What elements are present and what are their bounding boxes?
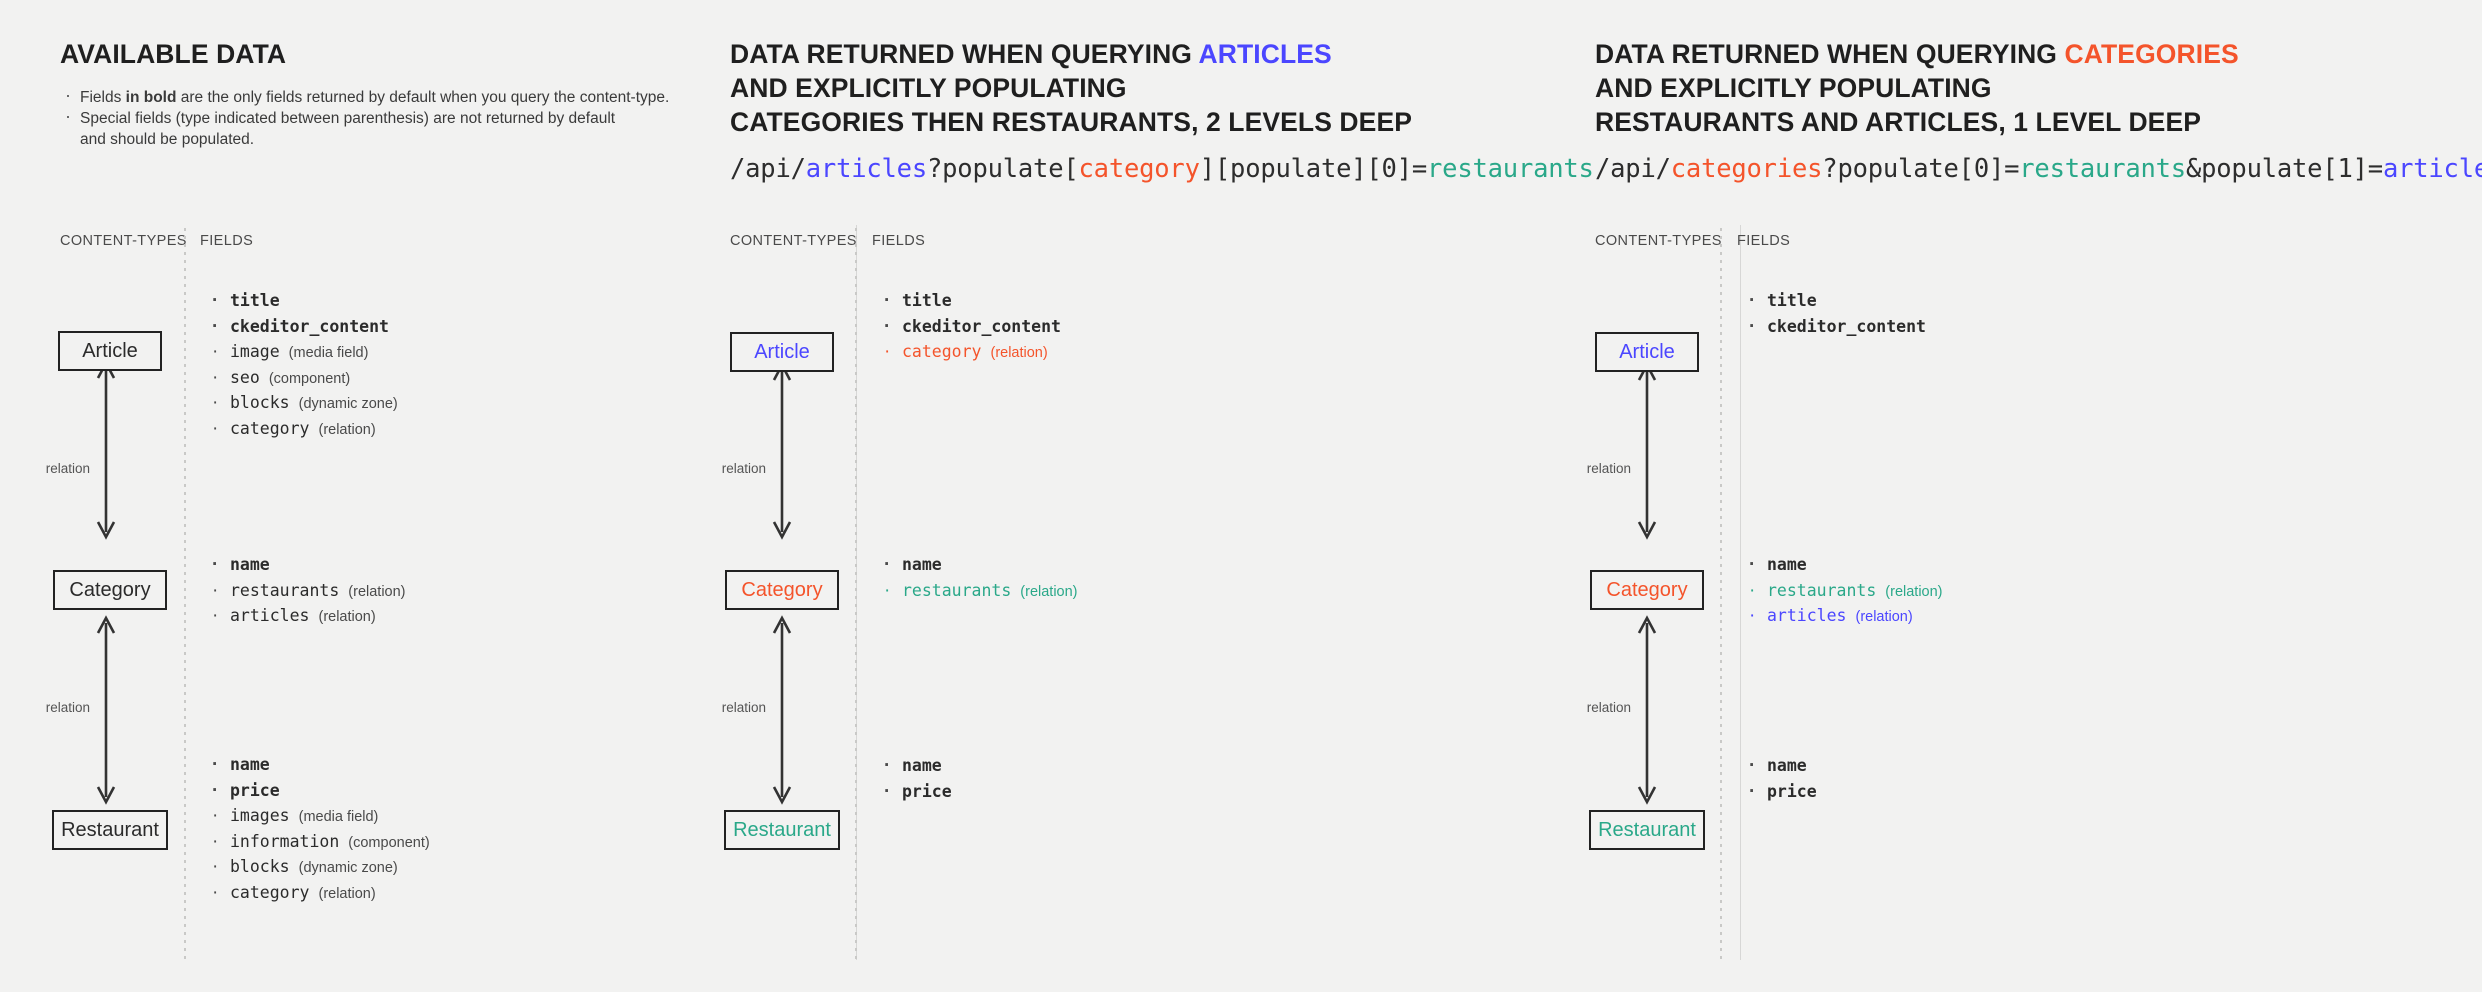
field-row: images(media field)	[208, 803, 430, 829]
field-row: information(component)	[208, 829, 430, 855]
note-item: Special fields (type indicated between p…	[62, 106, 702, 150]
column-label-content-types: CONTENT-TYPES	[60, 233, 187, 249]
panel-query-articles: DATA RETURNED WHEN QUERYING ARTICLES AND…	[722, 0, 1600, 992]
content-type-box-article[interactable]: Article	[1595, 332, 1699, 372]
content-type-box-article[interactable]: Article	[730, 332, 834, 372]
field-row: restaurants(relation)	[208, 578, 406, 604]
field-row: name	[880, 753, 952, 779]
panel2-heading-line1: DATA RETURNED WHEN QUERYING ARTICLES	[730, 39, 1332, 69]
field-row: ckeditor_content	[1745, 314, 1926, 340]
field-row: title	[880, 288, 1061, 314]
field-group-category: name restaurants(relation) articles(rela…	[208, 552, 406, 629]
relation-arrow-article-category	[94, 360, 118, 540]
content-type-box-restaurant[interactable]: Restaurant	[1589, 810, 1705, 850]
column-label-content-types: CONTENT-TYPES	[730, 233, 857, 249]
panel-query-categories: DATA RETURNED WHEN QUERYING CATEGORIES A…	[1587, 0, 2482, 992]
column-label-fields: FIELDS	[200, 233, 254, 249]
content-type-box-restaurant[interactable]: Restaurant	[724, 810, 840, 850]
field-row: name	[1745, 552, 1943, 578]
field-group-restaurant: name price	[1745, 753, 1817, 804]
field-group-restaurant: name price	[880, 753, 952, 804]
relation-arrow-article-category	[1635, 362, 1659, 540]
content-type-box-category[interactable]: Category	[1590, 570, 1704, 610]
field-group-article: title ckeditor_content category(relation…	[880, 288, 1061, 365]
note-item: Fields in bold are the only fields retur…	[62, 85, 702, 108]
content-type-box-category[interactable]: Category	[725, 570, 839, 610]
field-group-restaurant: name price images(media field) informati…	[208, 752, 430, 905]
field-row: category(relation)	[208, 416, 398, 442]
panel1-notes: Fields in bold are the only fields retur…	[62, 85, 702, 150]
relation-label: relation	[1586, 700, 1631, 715]
field-row: articles(relation)	[1745, 603, 1943, 629]
field-row: title	[1745, 288, 1926, 314]
relation-label: relation	[45, 461, 90, 476]
relation-arrow-category-restaurant	[1635, 615, 1659, 805]
field-row: name	[208, 552, 406, 578]
relation-arrow-category-restaurant	[94, 615, 118, 805]
panel-available-data: AVAILABLE DATA Fields in bold are the on…	[0, 0, 856, 992]
field-row: image(media field)	[208, 339, 398, 365]
panel2-heading-line2: AND EXPLICITLY POPULATING	[730, 73, 1127, 103]
relation-label: relation	[45, 700, 90, 715]
panel-separator-2	[1740, 225, 1741, 960]
field-group-article: title ckeditor_content image(media field…	[208, 288, 398, 441]
relation-label: relation	[721, 700, 766, 715]
api-url-articles: /api/articles?populate[category][populat…	[730, 154, 1594, 184]
field-row: articles(relation)	[208, 603, 406, 629]
column-label-fields: FIELDS	[1737, 233, 1791, 249]
field-row: name	[208, 752, 430, 778]
field-row: category(relation)	[880, 339, 1061, 365]
panel2-dotted-divider	[855, 228, 857, 960]
panel1-dotted-divider	[184, 228, 186, 960]
field-row: ckeditor_content	[880, 314, 1061, 340]
relation-arrow-article-category	[770, 362, 794, 540]
panel2-heading-line3: CATEGORIES THEN RESTAURANTS, 2 LEVELS DE…	[730, 107, 1412, 137]
field-row: restaurants(relation)	[1745, 578, 1943, 604]
relation-label: relation	[721, 461, 766, 476]
field-row: price	[1745, 779, 1817, 805]
field-group-article: title ckeditor_content	[1745, 288, 1926, 339]
field-row: price	[880, 779, 952, 805]
field-row: blocks(dynamic zone)	[208, 854, 430, 880]
api-url-categories: /api/categories?populate[0]=restaurants&…	[1595, 154, 2482, 184]
column-label-content-types: CONTENT-TYPES	[1595, 233, 1722, 249]
accent-articles: ARTICLES	[1198, 39, 1332, 69]
field-row: ckeditor_content	[208, 314, 398, 340]
field-group-category: name restaurants(relation)	[880, 552, 1078, 603]
panel3-heading-line2: AND EXPLICITLY POPULATING	[1595, 73, 1992, 103]
field-group-category: name restaurants(relation) articles(rela…	[1745, 552, 1943, 629]
field-row: seo(component)	[208, 365, 398, 391]
content-type-box-article[interactable]: Article	[58, 331, 162, 371]
relation-label: relation	[1586, 461, 1631, 476]
content-type-box-restaurant[interactable]: Restaurant	[52, 810, 168, 850]
column-label-fields: FIELDS	[872, 233, 926, 249]
field-row: blocks(dynamic zone)	[208, 390, 398, 416]
panel3-heading-line3: RESTAURANTS AND ARTICLES, 1 LEVEL DEEP	[1595, 107, 2202, 137]
content-type-box-category[interactable]: Category	[53, 570, 167, 610]
field-row: name	[880, 552, 1078, 578]
panel3-dotted-divider	[1720, 228, 1722, 960]
field-row: price	[208, 778, 430, 804]
relation-arrow-category-restaurant	[770, 615, 794, 805]
panel1-heading: AVAILABLE DATA	[60, 39, 287, 69]
field-row: category(relation)	[208, 880, 430, 906]
field-row: title	[208, 288, 398, 314]
panel3-heading-line1: DATA RETURNED WHEN QUERYING CATEGORIES	[1595, 39, 2239, 69]
accent-categories: CATEGORIES	[2064, 39, 2239, 69]
field-row: restaurants(relation)	[880, 578, 1078, 604]
field-row: name	[1745, 753, 1817, 779]
